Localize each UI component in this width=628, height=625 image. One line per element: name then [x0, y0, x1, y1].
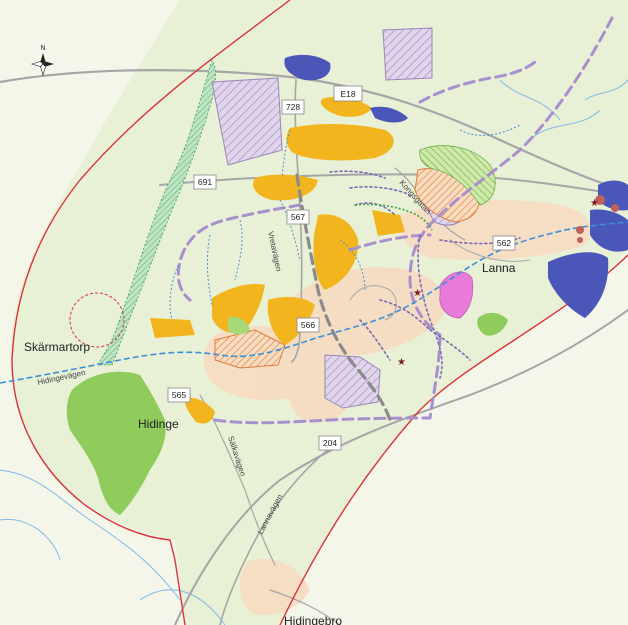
- shield-567: 567: [286, 209, 310, 225]
- shield-e18: E18: [333, 85, 363, 102]
- green-dotted-path: [354, 203, 433, 231]
- main-blue-dashed-route: [0, 221, 628, 384]
- blue-areas: [284, 54, 628, 318]
- stations: [576, 195, 619, 243]
- compass-north-label: N: [40, 45, 45, 52]
- shield-565: 565: [167, 387, 191, 403]
- shield-691-label: 691: [198, 177, 212, 187]
- compass-arrow-icon: [40, 53, 46, 64]
- hatched-green-area: [419, 145, 496, 206]
- road-local-1: [449, 239, 531, 262]
- place-label-hidingebro: Hidingebro: [284, 614, 342, 625]
- shield-562: 562: [492, 235, 516, 251]
- green-corridor: [97, 59, 216, 366]
- purple-dashed-routes: [176, 16, 614, 425]
- blue-dotted-routes: [169, 124, 521, 321]
- streams: [0, 79, 628, 625]
- green-areas: [66, 312, 508, 515]
- place-label-hidinge: Hidinge: [138, 417, 179, 431]
- road-lannavagen: [219, 439, 341, 625]
- boundary-lines: [11, 0, 628, 625]
- place-labels: Skärmartorp Lanna Hidinge Hidingebro: [24, 261, 516, 625]
- shield-566-label: 566: [301, 320, 315, 330]
- road-e18: [0, 69, 628, 194]
- shield-565-label: 565: [172, 390, 186, 400]
- star-icon: ★: [397, 357, 406, 368]
- hidinge-forest: [66, 371, 166, 515]
- shield-e18-label: E18: [340, 89, 355, 99]
- place-label-skarmartorp: Skärmartorp: [24, 340, 90, 354]
- shield-562-label: 562: [497, 238, 511, 248]
- star-icon: ★: [590, 198, 599, 209]
- shield-691: 691: [193, 174, 217, 190]
- shield-567-label: 567: [291, 212, 305, 222]
- shield-204-label: 204: [323, 438, 337, 448]
- pink-area: [439, 271, 474, 319]
- road-local-2: [349, 285, 397, 321]
- road-to-hidingebro: [269, 589, 341, 625]
- star-markers: ★ ★ ★: [397, 198, 599, 368]
- shield-728-label: 728: [286, 102, 300, 112]
- road-204: [174, 309, 628, 625]
- yellow-areas: [150, 96, 405, 424]
- compass-rose: N: [30, 45, 54, 77]
- shield-728: 728: [281, 99, 305, 115]
- star-icon: ★: [413, 288, 422, 299]
- study-area-marker: [69, 292, 125, 348]
- shield-566: 566: [296, 317, 320, 333]
- road-shields: E18 728 691 567 562 566 565 204: [167, 85, 516, 451]
- shield-204: 204: [318, 435, 342, 451]
- place-label-lanna: Lanna: [482, 261, 516, 275]
